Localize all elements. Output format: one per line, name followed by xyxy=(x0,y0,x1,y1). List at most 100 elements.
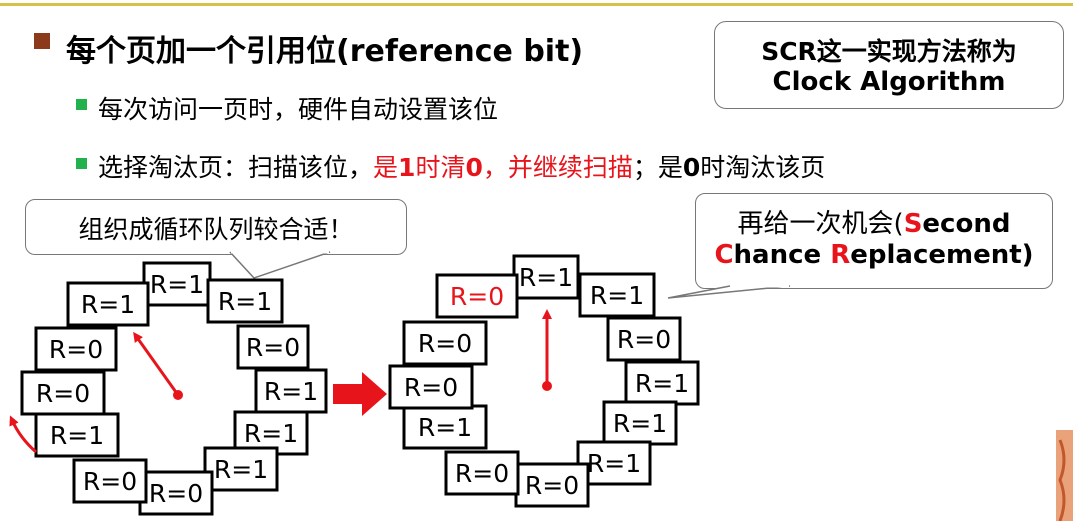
bullet-2-part: ；是 xyxy=(632,153,683,182)
left-clock-box: R=0 xyxy=(138,470,214,516)
right-clock-box-label: R=0 xyxy=(418,329,472,358)
right-clock-box: R=0 xyxy=(606,316,682,362)
second-chance-letter-r: R xyxy=(830,240,851,270)
right-clock-box: R=0 xyxy=(435,273,519,319)
left-clock-box-frame xyxy=(72,458,148,504)
bullet-1: 每次访问一页时，硬件自动设置该位 xyxy=(98,95,499,124)
second-chance-text: econd xyxy=(922,209,1011,239)
left-clock-box-label: R=0 xyxy=(149,479,203,508)
left-clock-box: R=0 xyxy=(34,326,118,372)
right-clock-box-frame xyxy=(514,462,590,508)
bullet-2: 选择淘汰页：扫描该位，是1时清0，并继续扫描；是0时淘汰该页 xyxy=(98,148,825,184)
left-clock-box-label: R=1 xyxy=(244,419,298,448)
right-clock-box: R=1 xyxy=(402,404,488,450)
left-clock-box-frame xyxy=(20,370,106,416)
left-clock-box-label: R=1 xyxy=(264,377,318,406)
second-chance-letter-s: S xyxy=(903,209,923,239)
scr-callout-line1: SCR这一实现方法称为 xyxy=(761,37,1017,66)
queue-callout: 组织成循环队列较合适！ xyxy=(25,199,407,255)
left-clock-pivot xyxy=(173,390,183,400)
rotation-arrow-icon xyxy=(9,415,37,454)
left-clock-box-frame xyxy=(142,261,212,307)
right-clock-box-label: R=1 xyxy=(587,449,641,478)
bullet-2-part: 选择淘汰页：扫描该位， xyxy=(98,153,374,182)
right-clock-box: R=0 xyxy=(388,364,474,410)
right-clock-pivot xyxy=(542,381,552,391)
left-clock-box: R=1 xyxy=(254,368,328,414)
left-clock-box-frame xyxy=(34,412,120,458)
left-clock-box-frame xyxy=(206,278,284,324)
right-clock-box-label: R=1 xyxy=(519,263,573,292)
second-chance-line2: Chance Replacement) xyxy=(696,240,1052,270)
left-clock-box: R=1 xyxy=(142,261,212,307)
bullet-square-icon xyxy=(76,158,87,169)
second-chance-text: 再给一次机会( xyxy=(737,209,904,239)
second-chance-callout-tail xyxy=(667,285,791,299)
left-clock-box: R=1 xyxy=(203,446,279,492)
left-clock-box: R=0 xyxy=(236,324,310,370)
right-clock-box-label: R=1 xyxy=(590,281,644,310)
right-clock-box-frame xyxy=(388,364,474,410)
left-clock-box-label: R=1 xyxy=(150,270,204,299)
top-rule xyxy=(0,3,1073,6)
right-clock-box-frame xyxy=(444,450,520,496)
left-clock-hand xyxy=(133,331,180,396)
right-clock-box-label: R=0 xyxy=(450,282,504,311)
right-clock-box-label: R=1 xyxy=(613,409,667,438)
second-chance-letter-c: C xyxy=(714,240,734,270)
right-clock-box: R=1 xyxy=(624,360,700,406)
right-clock-box: R=1 xyxy=(512,254,580,300)
left-clock-box-frame xyxy=(254,368,328,414)
second-chance-text: eplacement) xyxy=(850,240,1034,270)
left-clock-box-label: R=0 xyxy=(246,333,300,362)
left-clock-box-frame xyxy=(236,324,310,370)
queue-callout-tail xyxy=(229,251,331,279)
left-clock-box-frame xyxy=(203,446,279,492)
left-clock-box-label: R=1 xyxy=(81,290,135,319)
left-clock-box: R=1 xyxy=(206,278,284,324)
bullet-2-part: 0 xyxy=(682,153,701,182)
left-clock-box: R=0 xyxy=(20,370,106,416)
right-clock-box-frame xyxy=(578,272,656,318)
second-chance-callout: 再给一次机会(Second Chance Replacement) xyxy=(695,193,1053,289)
corner-decoration xyxy=(1056,430,1073,521)
right-clock-box: R=0 xyxy=(402,320,488,366)
right-clock-box: R=1 xyxy=(578,272,656,318)
left-clock-box-label: R=1 xyxy=(214,455,268,484)
right-clock-box-label: R=0 xyxy=(404,373,458,402)
left-clock-box-label: R=1 xyxy=(50,421,104,450)
left-clock-box-label: R=1 xyxy=(218,287,272,316)
bullet-2-part: 0 xyxy=(465,153,483,182)
scr-callout: SCR这一实现方法称为 Clock Algorithm xyxy=(714,21,1064,109)
bullet-2-part: 时淘汰该页 xyxy=(700,153,826,182)
bullet-square-icon xyxy=(34,33,50,49)
second-chance-text: hance xyxy=(733,240,831,270)
left-clock-box: R=1 xyxy=(34,412,120,458)
clock-left: R=1R=1R=0R=1R=1R=1R=0R=0R=1R=0R=0R=1 xyxy=(20,261,328,516)
left-clock-box-label: R=0 xyxy=(36,379,90,408)
right-clock-box-frame xyxy=(606,316,682,362)
queue-callout-text: 组织成循环队列较合适！ xyxy=(78,215,354,244)
right-clock-box-label: R=0 xyxy=(455,459,509,488)
right-clock-box: R=1 xyxy=(602,400,678,446)
right-clock-box-label: R=0 xyxy=(617,325,671,354)
right-clock-box: R=0 xyxy=(514,462,590,508)
left-clock-box-frame xyxy=(34,326,118,372)
transition-arrow-icon xyxy=(333,372,387,416)
right-clock-box-label: R=1 xyxy=(418,413,472,442)
bullet-2-part: ，并继续扫描 xyxy=(482,153,633,182)
left-clock-box: R=0 xyxy=(72,458,148,504)
right-clock-box-frame xyxy=(402,320,488,366)
left-clock-box-frame xyxy=(66,281,150,327)
right-clock-box-label: R=1 xyxy=(635,369,689,398)
bullet-2-part: 是 xyxy=(373,153,399,182)
left-clock-box-label: R=0 xyxy=(83,467,137,496)
clock-right: R=1R=1R=0R=1R=1R=1R=0R=0R=1R=0R=0R=0 xyxy=(388,254,700,508)
slide-title: 每个页加一个引用位(reference bit) xyxy=(66,34,584,69)
right-clock-box-frame xyxy=(435,273,519,319)
right-clock-box: R=0 xyxy=(444,450,520,496)
bullet-square-icon xyxy=(76,99,87,110)
bullet-2-part: 时清 xyxy=(415,153,466,182)
right-clock-box-label: R=0 xyxy=(525,471,579,500)
